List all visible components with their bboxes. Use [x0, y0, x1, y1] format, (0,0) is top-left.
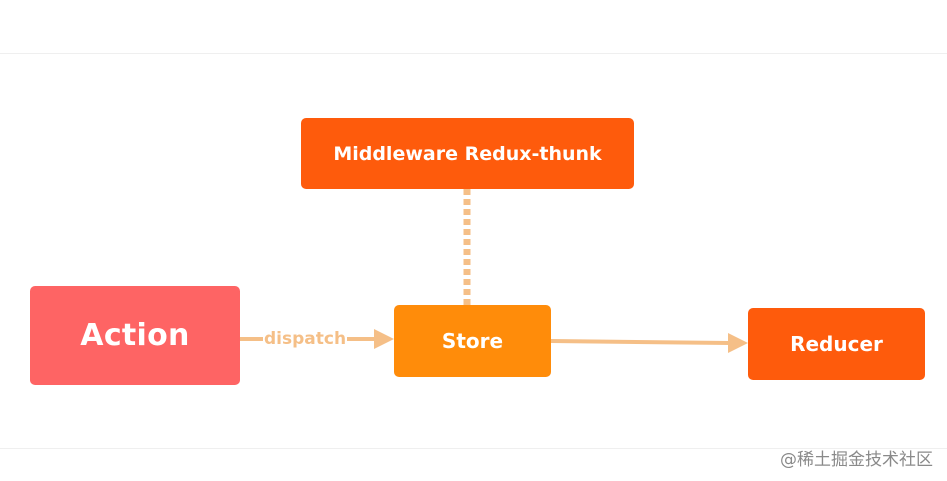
dispatch-edge-label: dispatch — [263, 329, 348, 349]
middleware-label: Middleware Redux-thunk — [333, 142, 602, 165]
action-node: Action — [30, 286, 240, 385]
store-reducer-arrow-head — [728, 333, 748, 353]
store-reducer-arrow-line — [550, 339, 731, 345]
store-label: Store — [441, 329, 504, 353]
bottom-divider — [0, 448, 947, 449]
reducer-node: Reducer — [748, 308, 925, 380]
store-node: Store — [394, 305, 551, 377]
dispatch-arrow-head — [374, 329, 394, 349]
reducer-label: Reducer — [790, 332, 883, 356]
action-label: Action — [80, 318, 190, 353]
watermark-text: @稀土掘金技术社区 — [780, 450, 933, 470]
top-divider — [0, 53, 947, 54]
middleware-node: Middleware Redux-thunk — [301, 118, 634, 189]
